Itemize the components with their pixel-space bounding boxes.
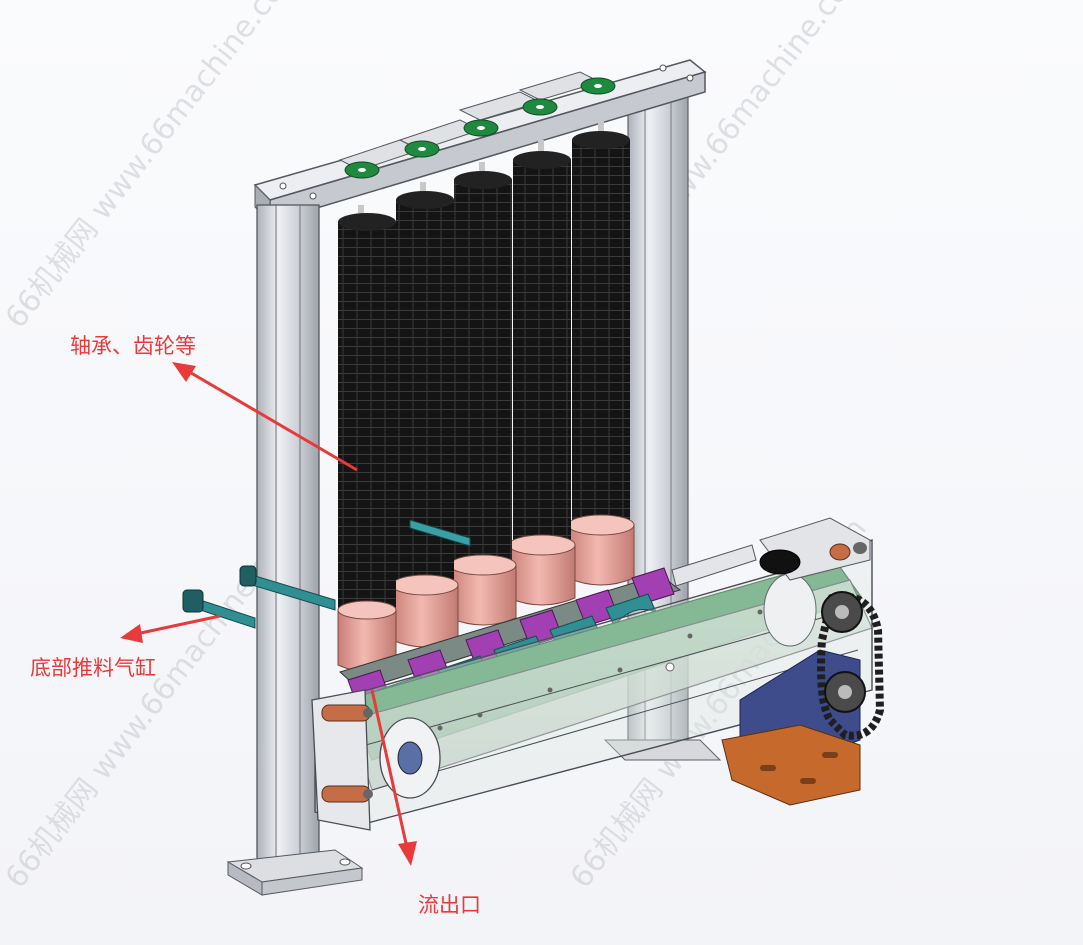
conveyor — [311, 538, 873, 831]
pusher-cylinders — [182, 519, 471, 629]
annotations: 轴承、齿轮等 底部推料气缸 流出口 — [30, 334, 481, 917]
arrow-bearings — [185, 368, 358, 472]
arrow-outlet — [370, 689, 409, 849]
rollers — [337, 120, 635, 672]
arrowhead-bearings-icon — [172, 362, 196, 382]
label-bearings: 轴承、齿轮等 — [70, 334, 196, 358]
left-upright — [226, 204, 364, 896]
top-plate — [253, 59, 707, 224]
label-cylinder: 底部推料气缸 — [30, 656, 156, 680]
arrow-cylinder — [135, 614, 221, 636]
drive-unit — [721, 517, 885, 806]
label-outlet: 流出口 — [418, 893, 481, 917]
arrowhead-cylinder-icon — [120, 624, 143, 643]
belt-rivets — [437, 609, 763, 731]
green-bearing-caps — [344, 77, 616, 179]
arrowhead-outlet-icon — [398, 841, 417, 866]
